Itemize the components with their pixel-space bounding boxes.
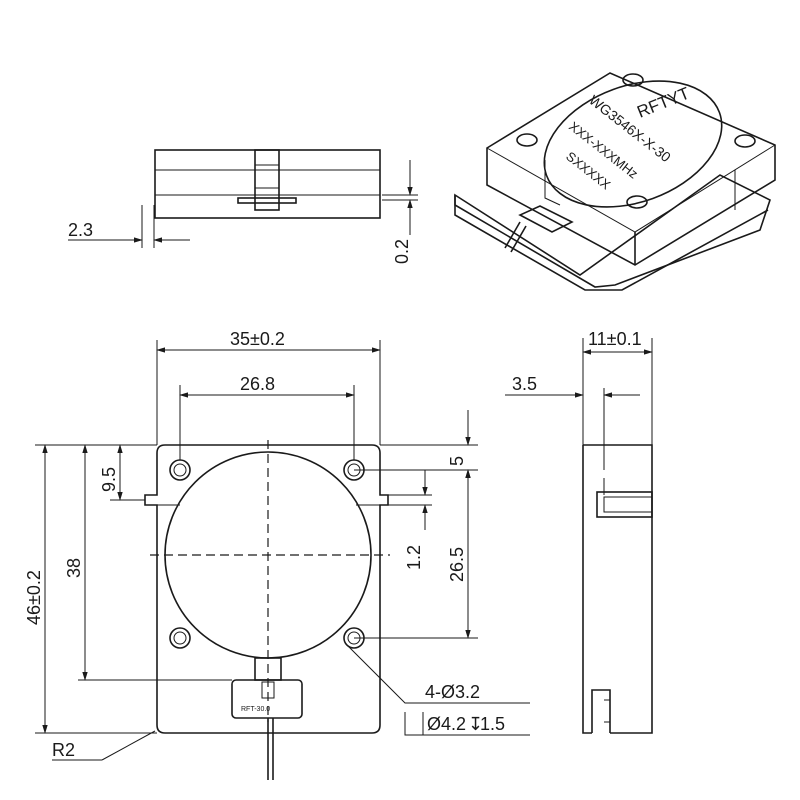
dim-corner-radius: R2	[52, 740, 75, 760]
profile-view	[505, 338, 653, 734]
front-view	[35, 340, 530, 780]
cover-brand: RFTYT	[634, 84, 692, 122]
dim-side-thickness: 0.2	[392, 239, 412, 264]
dim-overall-height: 46±0.2	[24, 570, 44, 625]
dim-counterbore-depth: 1.5	[480, 714, 505, 734]
dim-tab-width: 1.2	[404, 545, 424, 570]
dim-hole-spacing-x: 26.8	[240, 374, 275, 394]
dim-hole-spacing-y: 26.5	[447, 547, 467, 582]
dim-hole-offset-top: 9.5	[99, 467, 119, 492]
dim-body-height: 38	[64, 558, 84, 578]
depth-symbol: ↧	[468, 714, 483, 734]
dim-overall-width: 35±0.2	[230, 329, 285, 349]
dim-side-width: 2.3	[68, 220, 93, 240]
dim-hole-spec: 4-Ø3.2	[425, 682, 480, 702]
isometric-view	[454, 72, 776, 291]
pin-label: RFT-30.0	[241, 706, 270, 713]
dim-profile-step: 3.5	[512, 374, 537, 394]
dim-counterbore-spec: Ø4.2	[427, 714, 466, 734]
dim-profile-thickness: 11±0.1	[588, 329, 642, 349]
side-view	[68, 149, 418, 248]
dim-hole-offset-right: 5	[447, 456, 467, 466]
